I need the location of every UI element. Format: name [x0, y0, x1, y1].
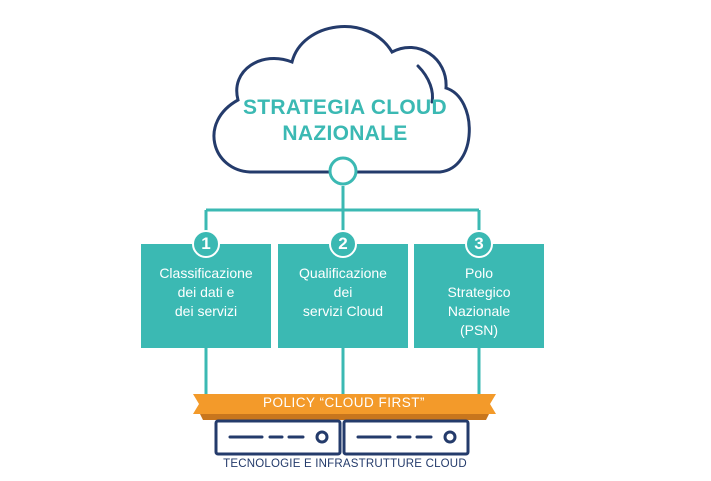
pillar-1-line-2: dei dati e	[177, 284, 235, 300]
pillar-3-line-4: (PSN)	[459, 322, 499, 338]
pillar-1-line-3: dei servizi	[174, 303, 238, 319]
cloud-highlight	[416, 64, 434, 104]
pillar-number-badge-1: 1	[192, 230, 220, 258]
pillar-3-line-2: Strategico	[447, 284, 511, 300]
cloud-title-line-2: NAZIONALE	[282, 122, 408, 145]
policy-ribbon	[193, 394, 496, 414]
pillar-text-3: Polo Strategico Nazionale (PSN)	[420, 264, 538, 340]
server-icon	[342, 419, 470, 456]
policy-ribbon-shadow	[200, 414, 489, 420]
pillar-text-1: Classificazione dei dati e dei servizi	[147, 264, 265, 321]
pillar-box-1: Classificazione dei dati e dei servizi	[141, 244, 271, 348]
policy-label: POLICY “CLOUD FIRST”	[262, 395, 426, 410]
pillar-text-2: Qualificazione dei servizi Cloud	[284, 264, 402, 321]
pillar-3-line-3: Nazionale	[447, 303, 511, 319]
pillar-2-line-1: Qualificazione	[299, 265, 387, 281]
pillar-number-badge-2: 2	[329, 230, 357, 258]
pillar-2-line-3: servizi Cloud	[302, 303, 384, 319]
pillar-2-line-2: dei	[333, 284, 353, 300]
cloud-title: STRATEGIA CLOUD NAZIONALE	[225, 95, 465, 147]
pillar-3-line-1: Polo	[464, 265, 494, 281]
cloud-icon	[212, 25, 471, 174]
pillar-number-badge-3: 3	[465, 230, 493, 258]
infrastructure-label: TECNOLOGIE E INFRASTRUTTURE CLOUD	[223, 458, 467, 470]
cloud-title-line-1: STRATEGIA CLOUD	[243, 96, 447, 119]
server-icon	[214, 419, 342, 456]
pillar-1-line-1: Classificazione	[159, 265, 253, 281]
pillar-box-2: Qualificazione dei servizi Cloud	[278, 244, 408, 348]
pillar-box-3: Polo Strategico Nazionale (PSN)	[414, 244, 544, 348]
cloud-connector-node	[328, 156, 358, 186]
